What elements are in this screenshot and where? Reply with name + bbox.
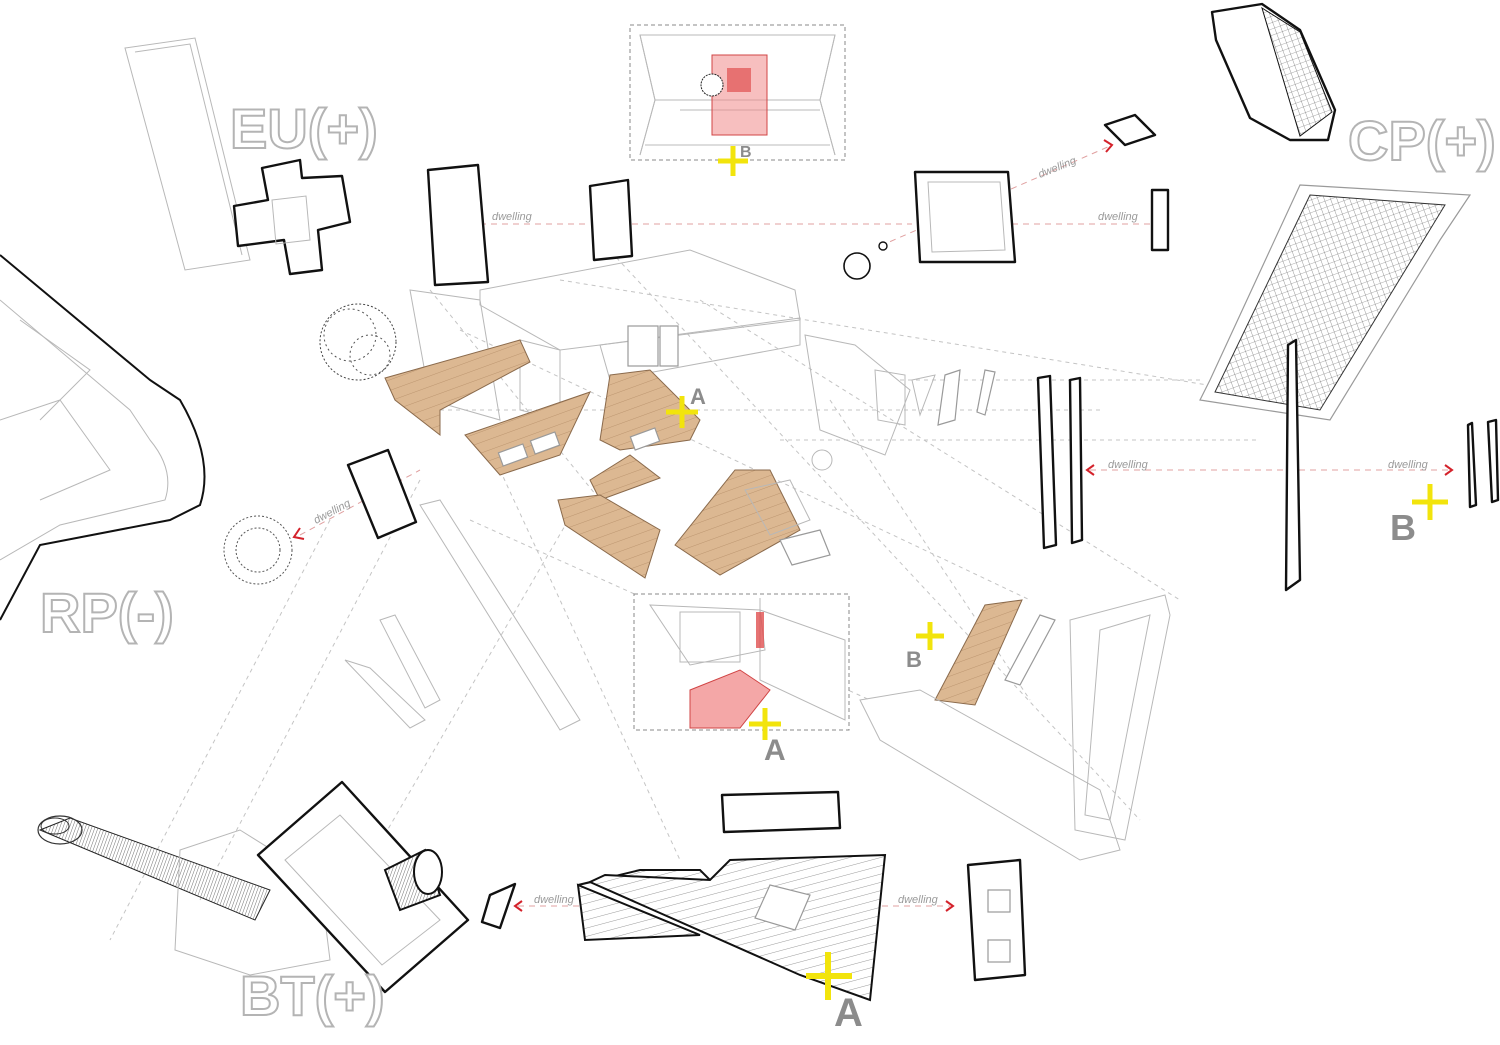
dwelling-label: dwelling [312,497,354,527]
dwelling-label: dwelling [534,894,575,906]
eu-building [124,37,352,276]
marker-bottom: A [806,952,863,1035]
arrow-left-icon [292,527,305,540]
label-rp: RP(-) [40,581,174,644]
tree-top [319,303,397,381]
house-walls [344,334,1500,861]
dwelling-label: dwelling [1388,459,1429,471]
dwelling-label: dwelling [1098,211,1139,223]
floating-panels [223,113,1170,1002]
cross-marker-icon [749,708,781,740]
cp-building [1199,2,1472,592]
rp-building [0,254,206,621]
arrow-right-icon [1444,464,1454,476]
dwelling-label: dwelling [1108,459,1149,471]
cross-marker-icon [666,396,698,428]
dwelling-label: dwelling [898,894,939,906]
marker-letter: B [1390,507,1416,548]
dwelling-label: dwelling [1037,154,1079,180]
arrow-left-icon [513,900,523,912]
arrow-right-icon [1103,139,1114,153]
arrow-right-icon [945,900,955,912]
vignette-top [629,24,846,161]
house-roof [409,249,801,421]
label-eu: EU(+) [230,97,378,160]
marker-mid-right: B [906,622,944,672]
cross-marker-icon [1412,484,1448,520]
dwelling-label: dwelling [492,211,533,223]
marker-letter: B [906,647,922,672]
bt-tower [37,780,470,994]
marker-letter: B [740,144,752,161]
marker-letter: A [834,991,863,1035]
cross-marker-icon [718,146,748,176]
cross-marker-icon [806,952,852,1000]
marker-top-vignette: B [718,144,752,176]
marker-center: A [666,384,706,428]
marker-bottom-vignette: A [749,708,786,767]
cross-marker-icon [916,622,944,650]
label-cp: CP(+) [1348,109,1496,172]
marker-right: B [1390,484,1448,548]
marker-letter: A [690,384,706,409]
arrow-left-icon [1085,464,1095,476]
timber-surfaces [384,339,1023,706]
label-bt: BT(+) [240,964,385,1027]
marker-letter: A [764,734,786,767]
vignette-bottom [633,593,850,731]
